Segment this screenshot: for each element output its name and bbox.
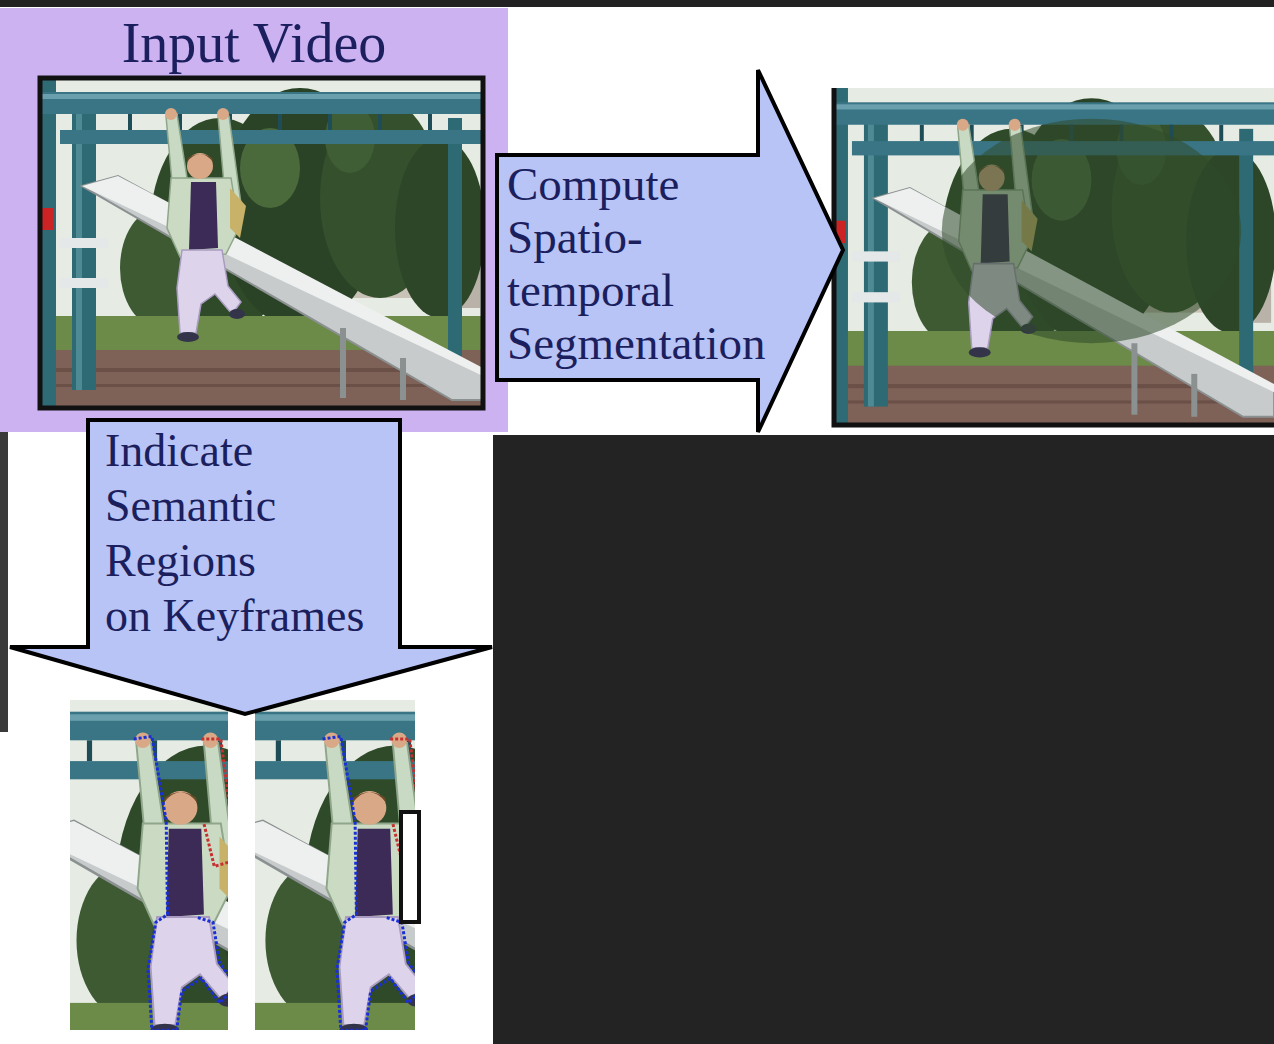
process-arrow: Indicate Semantic Regions on Keyframes	[8, 418, 494, 716]
image-border	[834, 88, 1274, 425]
titled-panel: Input Video	[0, 8, 508, 432]
node-label: Input Video	[0, 12, 508, 74]
arrow-outline	[10, 420, 492, 714]
segmentation-image	[832, 88, 1274, 425]
left-strip	[0, 432, 8, 732]
dark-panel	[493, 435, 1274, 1044]
arrow-outline	[497, 70, 843, 432]
input-video-frame	[40, 78, 485, 408]
keyframe-image	[70, 700, 228, 1030]
process-arrow: Compute Spatio- temporal Segmentation	[495, 68, 847, 434]
top-strip	[0, 0, 1274, 7]
partial-box	[401, 812, 419, 922]
node-label: Indicate Semantic Regions on Keyframes	[105, 423, 405, 643]
node-label: Compute Spatio- temporal Segmentation	[507, 158, 807, 370]
keyframe-image	[255, 700, 415, 1030]
